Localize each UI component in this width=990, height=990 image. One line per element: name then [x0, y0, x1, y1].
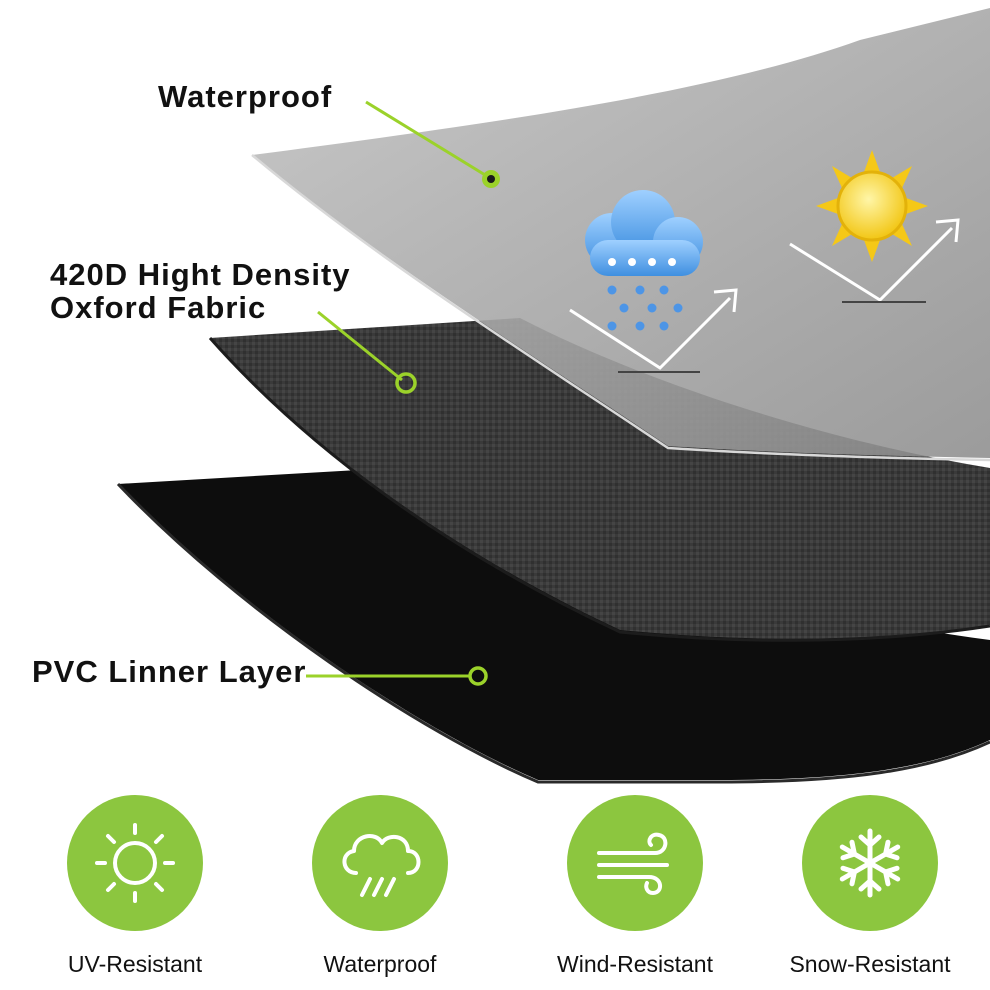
- oxford-fabric-label-line2: Oxford Fabric: [50, 290, 267, 325]
- feature-badge: [567, 795, 703, 931]
- waterproof-leader: [365, 100, 500, 188]
- feature-waterproof: Waterproof: [270, 795, 490, 978]
- sun-icon: [95, 823, 175, 903]
- pvc-liner-edge: [116, 482, 990, 784]
- feature-label: Snow-Resistant: [789, 951, 951, 977]
- rain-cloud-icon: [342, 834, 421, 897]
- deflect-arrow-icon: [569, 288, 738, 373]
- snowflake-icon: [839, 828, 901, 898]
- wind-icon: [597, 832, 669, 896]
- sun-icon: [816, 150, 928, 262]
- feature-snow-resistant: Snow-Resistant: [760, 795, 980, 978]
- oxford-fabric-layer: [210, 318, 990, 639]
- feature-badge: [312, 795, 448, 931]
- oxford-fabric-label-line1: 420D Hight Density: [50, 257, 351, 292]
- feature-label: UV-Resistant: [67, 951, 203, 977]
- rain-cloud-icon: [585, 190, 703, 331]
- waterproof-top-edge: [251, 154, 990, 462]
- waterproof-layer-label: Waterproof: [158, 79, 333, 114]
- pvc-liner-layer: [118, 468, 990, 780]
- feature-badge: [67, 795, 203, 931]
- deflect-arrow-icon: [789, 218, 960, 303]
- feature-wind-resistant: Wind-Resistant: [525, 795, 745, 978]
- pvc-liner-label: PVC Linner Layer: [32, 654, 307, 689]
- feature-label: Waterproof: [323, 951, 437, 977]
- feature-uv-resistant: UV-Resistant: [25, 795, 245, 978]
- feature-label: Wind-Resistant: [557, 951, 713, 977]
- oxford-fabric-edge: [208, 337, 990, 642]
- pvc-liner-leader: [306, 666, 488, 686]
- feature-badge: [802, 795, 938, 931]
- oxford-fabric-leader: [317, 310, 417, 394]
